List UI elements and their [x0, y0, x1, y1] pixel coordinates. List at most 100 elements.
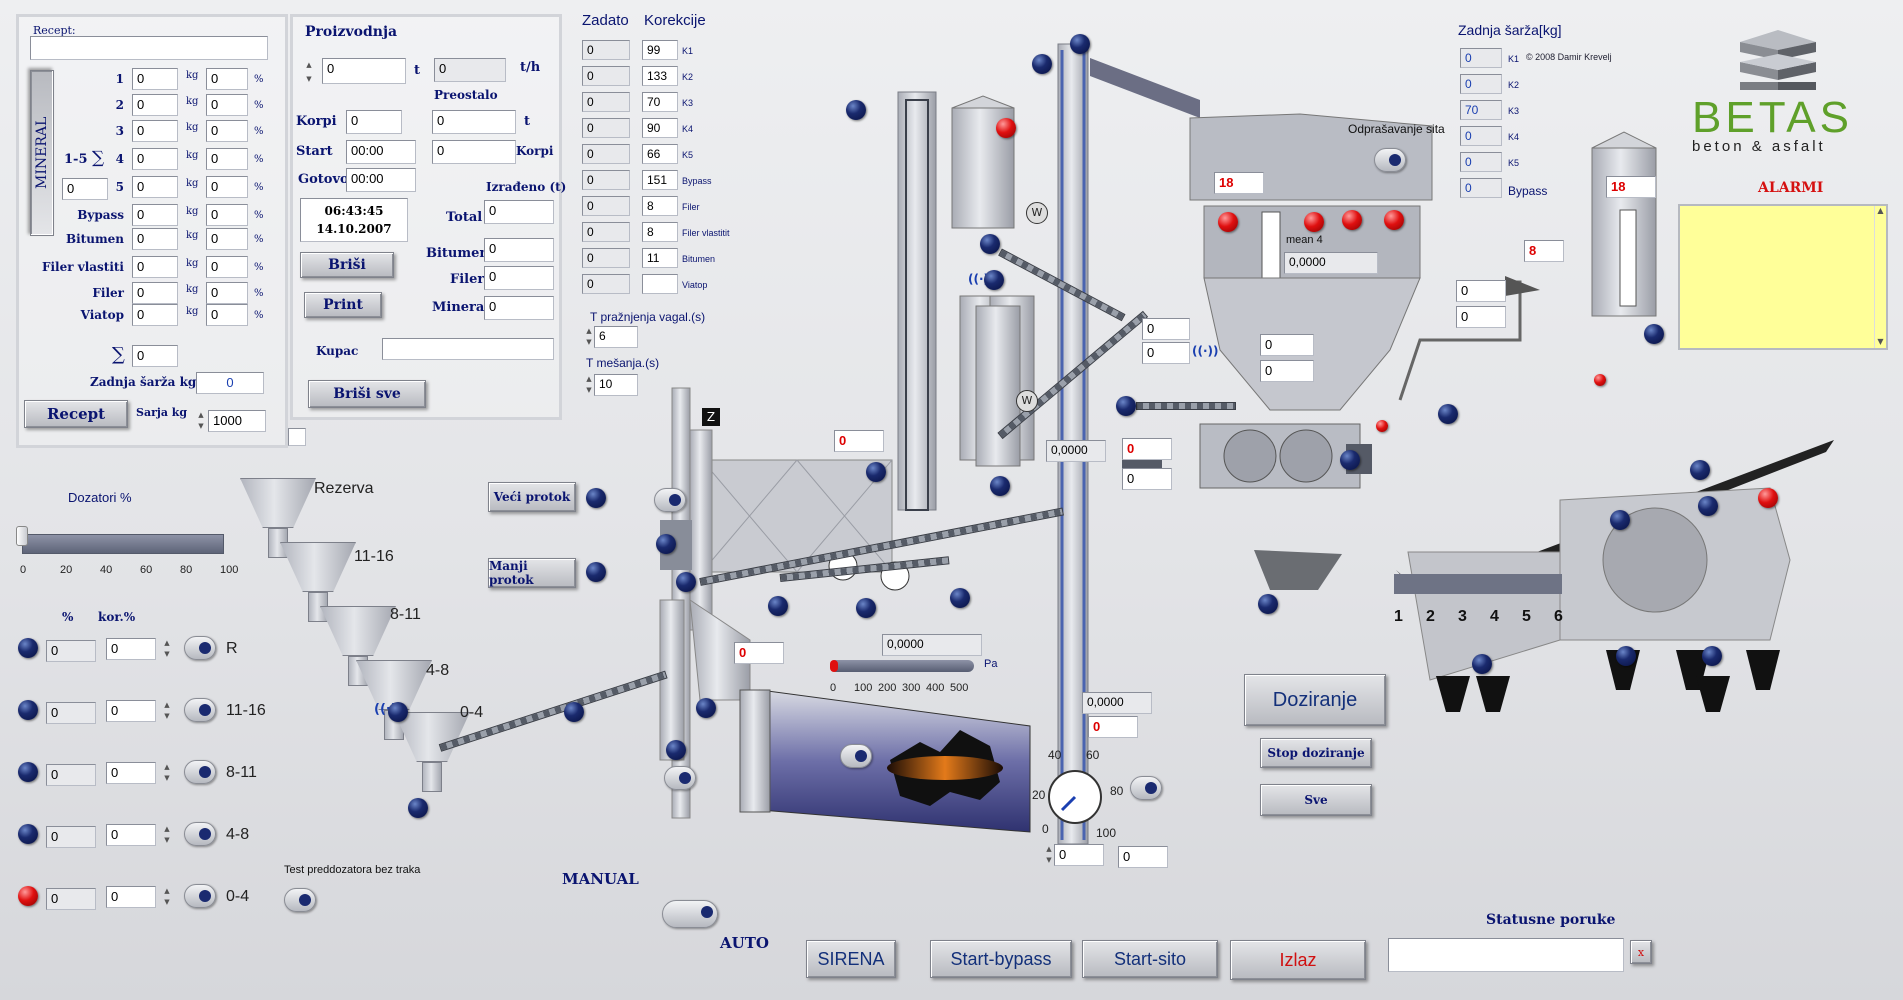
- recipe-row-pct-field[interactable]: 0: [206, 256, 248, 278]
- silo-value-1[interactable]: 0: [1122, 438, 1172, 460]
- korekcija-field[interactable]: 99: [642, 40, 678, 60]
- silo-value-2[interactable]: 0: [1122, 468, 1172, 490]
- status-field[interactable]: [1388, 938, 1624, 972]
- gauge-input-3[interactable]: 0: [1118, 846, 1168, 868]
- dozator-kor-field[interactable]: 0: [106, 824, 156, 846]
- recipe-row-pct-field[interactable]: 0: [206, 204, 248, 226]
- filler-tank-2[interactable]: 0: [1142, 342, 1190, 364]
- bitumen-small-value[interactable]: 8: [1524, 240, 1564, 262]
- remaining-korpi-field[interactable]: 0: [432, 140, 516, 164]
- gauge-spinner[interactable]: ▲▼: [1046, 845, 1052, 864]
- dozator-spinner[interactable]: ▲▼: [164, 763, 170, 782]
- remaining-t-field[interactable]: 0: [432, 110, 516, 134]
- mixer-mid-2[interactable]: 0: [1260, 360, 1314, 382]
- print-button[interactable]: Print: [304, 292, 382, 318]
- dozator-spinner[interactable]: ▲▼: [164, 701, 170, 720]
- recipe-row-pct-field[interactable]: 0: [206, 176, 248, 198]
- recept-button[interactable]: Recept: [24, 400, 128, 428]
- start-field[interactable]: 00:00: [346, 140, 416, 164]
- dryer-value-field[interactable]: 0: [734, 642, 784, 664]
- dozator-kor-field[interactable]: 0: [106, 700, 156, 722]
- recipe-row-pct-field[interactable]: 0: [206, 282, 248, 304]
- t-praznjenja-field[interactable]: 6: [594, 326, 638, 348]
- korekcija-field[interactable]: 11: [642, 248, 678, 268]
- zadnja-sarza-field[interactable]: 0: [196, 372, 264, 394]
- z-button[interactable]: Z: [702, 408, 720, 426]
- total-field[interactable]: 0: [484, 200, 554, 224]
- dozatori-slider-thumb[interactable]: [16, 526, 28, 546]
- test-toggle[interactable]: [284, 888, 316, 912]
- burner-value-field[interactable]: 0: [834, 430, 884, 452]
- dozator-toggle[interactable]: [184, 698, 216, 722]
- recipe-row-kg-field[interactable]: 0: [132, 256, 178, 278]
- gotovo-field[interactable]: 00:00: [346, 168, 416, 192]
- recipe-row-kg-field[interactable]: 0: [132, 176, 178, 198]
- t-praznjenja-spinner[interactable]: ▲▼: [586, 327, 592, 346]
- start-sito-button[interactable]: Start-sito: [1082, 940, 1218, 978]
- t-mesanja-field[interactable]: 10: [594, 374, 638, 396]
- recipe-row-kg-field[interactable]: 0: [132, 204, 178, 226]
- korekcija-field[interactable]: 66: [642, 144, 678, 164]
- filler-tank-1[interactable]: 0: [1142, 318, 1190, 340]
- sarza-field[interactable]: 1000: [208, 410, 266, 432]
- dozator-toggle[interactable]: [184, 884, 216, 908]
- dozator-kor-field[interactable]: 0: [106, 886, 156, 908]
- filer-prod-field[interactable]: 0: [484, 266, 554, 290]
- recipe-row-pct-field[interactable]: 0: [206, 304, 248, 326]
- dozator-kor-field[interactable]: 0: [106, 638, 156, 660]
- screen-value-field[interactable]: 18: [1214, 172, 1264, 194]
- alarms-list[interactable]: ▲▼: [1678, 204, 1888, 350]
- mineral-prod-field[interactable]: 0: [484, 296, 554, 320]
- sarza-spinner[interactable]: ▲▼: [198, 411, 204, 430]
- brisi-sve-button[interactable]: Briši sve: [308, 380, 426, 408]
- korekcija-field[interactable]: 90: [642, 118, 678, 138]
- dozator-kor-field[interactable]: 0: [106, 762, 156, 784]
- mode-switch[interactable]: [662, 900, 718, 928]
- dozator-spinner[interactable]: ▲▼: [164, 887, 170, 906]
- recipe-row-kg-field[interactable]: 0: [132, 68, 178, 90]
- alarms-scrollbar[interactable]: ▲▼: [1874, 206, 1886, 348]
- kupac-field[interactable]: [382, 338, 554, 360]
- recipe-name-field[interactable]: [30, 36, 268, 60]
- recipe-row-pct-field[interactable]: 0: [206, 148, 248, 170]
- manji-protok-button[interactable]: Manji protok: [488, 558, 576, 588]
- recipe-row-kg-field[interactable]: 0: [132, 304, 178, 326]
- korekcija-field[interactable]: 133: [642, 66, 678, 86]
- recipe-row-kg-field[interactable]: 0: [132, 228, 178, 250]
- recipe-row-kg-field[interactable]: 0: [132, 94, 178, 116]
- izlaz-button[interactable]: Izlaz: [1230, 940, 1366, 980]
- status-close-button[interactable]: x: [1630, 940, 1652, 964]
- bitumen-prod-field[interactable]: 0: [484, 238, 554, 262]
- korpi-field[interactable]: 0: [346, 110, 402, 134]
- gauge-input-2[interactable]: 0: [1054, 844, 1104, 866]
- sirena-button[interactable]: SIRENA: [806, 940, 896, 978]
- dryer-toggle[interactable]: [654, 488, 686, 512]
- production-spinner[interactable]: ▲▼: [306, 61, 312, 83]
- bitumen-pipe-2[interactable]: 0: [1456, 306, 1506, 328]
- korekcija-field[interactable]: 151: [642, 170, 678, 190]
- recipe-row-kg-field[interactable]: 0: [132, 120, 178, 142]
- recipe-row-pct-field[interactable]: 0: [206, 120, 248, 142]
- recipe-row-kg-field[interactable]: 0: [132, 148, 178, 170]
- korekcija-field[interactable]: [642, 274, 678, 294]
- korekcija-field[interactable]: 8: [642, 196, 678, 216]
- start-bypass-button[interactable]: Start-bypass: [930, 940, 1072, 978]
- production-t-field[interactable]: 0: [322, 58, 406, 84]
- korekcija-field[interactable]: 8: [642, 222, 678, 242]
- sum-total-field[interactable]: 0: [132, 345, 178, 367]
- stop-doziranje-button[interactable]: Stop doziranje: [1260, 738, 1372, 768]
- burner-toggle[interactable]: [840, 744, 872, 768]
- recipe-row-pct-field[interactable]: 0: [206, 228, 248, 250]
- dozator-toggle[interactable]: [184, 760, 216, 784]
- bitumen-tank-value[interactable]: 18: [1606, 176, 1656, 198]
- doziranje-button[interactable]: Doziranje: [1244, 674, 1386, 726]
- korekcija-field[interactable]: 70: [642, 92, 678, 112]
- bitumen-pipe-1[interactable]: 0: [1456, 280, 1506, 302]
- mixer-mid-1[interactable]: 0: [1260, 334, 1314, 356]
- recipe-row-pct-field[interactable]: 0: [206, 68, 248, 90]
- brisi-button[interactable]: Briši: [300, 252, 394, 278]
- bin-field[interactable]: 0: [62, 178, 108, 200]
- veci-protok-button[interactable]: Veći protok: [488, 482, 576, 512]
- recipe-row-kg-field[interactable]: 0: [132, 282, 178, 304]
- odprasavanje-toggle[interactable]: [1374, 148, 1406, 172]
